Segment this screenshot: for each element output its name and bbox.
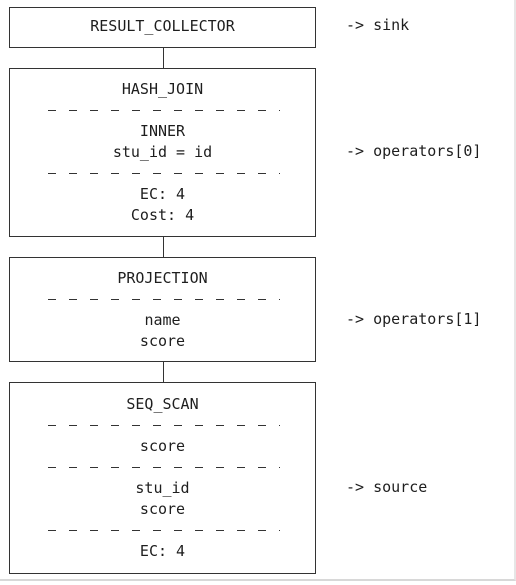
node-title: SEQ_SCAN [126, 395, 199, 413]
node-title: PROJECTION [117, 269, 208, 287]
hash-join-node: HASH_JOIN INNER stu_id = id EC: 4 Cost: … [9, 68, 316, 237]
connector [163, 362, 164, 382]
result-collector-arrow: -> sink [346, 16, 410, 34]
projection-column: name [144, 311, 181, 329]
node-title: RESULT_COLLECTOR [90, 17, 235, 35]
join-type: INNER [139, 122, 186, 140]
projection-arrow: -> operators[1] [346, 310, 482, 328]
projection-column: score [139, 332, 186, 350]
filter-column: score [139, 437, 186, 455]
estimated-cardinality: EC: 4 [139, 542, 186, 560]
connector [163, 48, 164, 68]
connector [163, 237, 164, 257]
hash-join-arrow: -> operators[0] [346, 142, 482, 160]
join-condition: stu_id = id [112, 143, 213, 161]
node-title: HASH_JOIN [121, 80, 204, 98]
seq-scan-node: SEQ_SCAN score stu_id score EC: 4 [9, 382, 316, 574]
cost: Cost: 4 [130, 206, 195, 224]
scan-column: score [139, 500, 186, 518]
estimated-cardinality: EC: 4 [139, 185, 186, 203]
seq-scan-arrow: -> source [346, 478, 428, 496]
scan-column: stu_id [135, 479, 190, 497]
projection-node: PROJECTION name score [9, 257, 316, 362]
result-collector-node: RESULT_COLLECTOR [9, 7, 316, 48]
